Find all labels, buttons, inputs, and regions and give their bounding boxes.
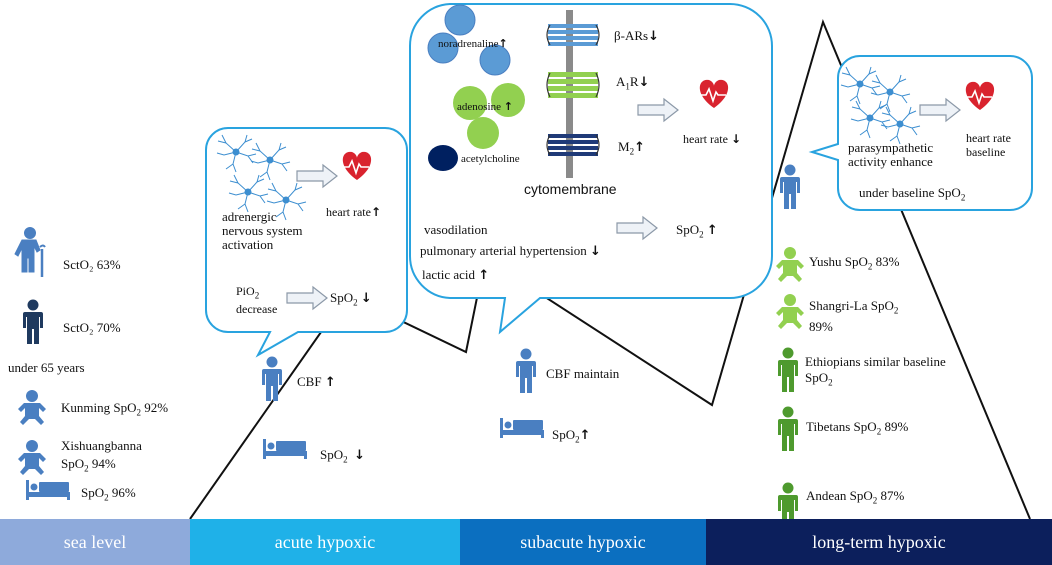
- receptor-brackets: [546, 24, 600, 156]
- stage-subacute-hypoxic: subacute hypoxic: [460, 519, 706, 565]
- stage-label: sea level: [63, 531, 127, 552]
- stage-label: acute hypoxic: [274, 531, 376, 552]
- stage-sea-level: sea level: [0, 519, 190, 565]
- acute-bed-spo2-down: SpO2 ↓: [320, 447, 366, 465]
- kunming-infant-icon: [18, 390, 46, 425]
- noradrenaline-label: noradrenaline↑: [438, 37, 508, 50]
- under-65-label: under 65 years: [8, 360, 85, 375]
- adult-sctO2: SctO₂ 70%: [63, 320, 121, 335]
- vasodilation-label: vasodilation: [424, 222, 488, 237]
- acute-cbf-up: CBF ↑: [297, 374, 336, 390]
- yushu-spo2: Yushu SpO2 83%: [809, 254, 900, 272]
- elderly-sctO2: SctO₂ 63%: [63, 257, 121, 272]
- bed-icon-acute: [263, 439, 307, 459]
- adenosine-label: adenosine ↑: [457, 100, 513, 113]
- acute-spo2-down: SpO2 ↓: [330, 290, 372, 308]
- beta-ar-receptor: [548, 24, 598, 46]
- bed-icon-sea-level: [26, 480, 70, 500]
- adult-person-icon: [23, 299, 43, 344]
- yushu-infant-icon: [776, 247, 804, 282]
- adenosine-molecule: [467, 117, 499, 149]
- subacute-person-icon: [516, 348, 536, 393]
- acetylcholine-label: acetylcholine: [461, 153, 520, 165]
- a1r-receptor: [548, 72, 598, 98]
- m2-receptor: [548, 134, 598, 156]
- xishuangbanna-spo2: SpO2 94%: [61, 456, 116, 474]
- adenosine-molecule: [491, 83, 525, 117]
- bed-icon-subacute: [500, 418, 544, 438]
- stage-label: subacute hypoxic: [520, 531, 646, 552]
- tibetan-person-icon: [778, 406, 798, 451]
- acute-heart-rate: heart rate↑: [326, 205, 382, 219]
- stage-label: long-term hypoxic: [812, 531, 946, 552]
- longterm-person-icon: [780, 164, 800, 209]
- subacute-bed-spo2-up: SpO2↑: [552, 427, 591, 445]
- adenosine-molecule: [453, 86, 487, 120]
- elderly-person-icon: [13, 226, 47, 279]
- kunming-spo2: Kunming SpO2 92%: [61, 400, 169, 418]
- noradrenaline-molecule: [427, 32, 459, 64]
- shangri-la-infant-icon: [776, 294, 804, 329]
- noradrenaline-molecule: [444, 4, 476, 36]
- m2-label: M2↑: [618, 139, 645, 157]
- acute-bubble: [205, 127, 408, 358]
- lactic-acid-label: lactic acid ↑: [422, 267, 490, 283]
- subacute-heart-rate: heart rate ↓: [683, 132, 742, 146]
- a1r-label: A1R↓: [616, 74, 650, 92]
- under-baseline-spo2: under baseline SpO2: [859, 185, 966, 203]
- sea-level-bed-spo2: SpO2 96%: [81, 485, 136, 503]
- acute-person-icon: [262, 356, 282, 401]
- stage-long-term-hypoxic: long-term hypoxic: [706, 519, 1052, 565]
- subacute-spo2-up: SpO2 ↑: [676, 222, 718, 240]
- cytomembrane-label: cytomembrane: [524, 181, 617, 197]
- stage-acute-hypoxic: acute hypoxic: [190, 519, 460, 565]
- pah-label: pulmonary arterial hypertension ↓: [420, 243, 601, 259]
- tibetans-spo2: Tibetans SpO2 89%: [806, 419, 909, 437]
- acetylcholine-molecule: [428, 145, 458, 171]
- ethiopian-person-icon: [778, 347, 798, 392]
- noradrenaline-molecule: [479, 44, 511, 76]
- xishuangbanna-label: Xishuangbanna: [61, 438, 142, 453]
- beta-ar-label: β-ARs↓: [614, 28, 659, 44]
- xishuangbanna-infant-icon: [18, 440, 46, 475]
- andean-spo2: Andean SpO2 87%: [806, 488, 905, 506]
- cbf-maintain-label: CBF maintain: [546, 366, 620, 381]
